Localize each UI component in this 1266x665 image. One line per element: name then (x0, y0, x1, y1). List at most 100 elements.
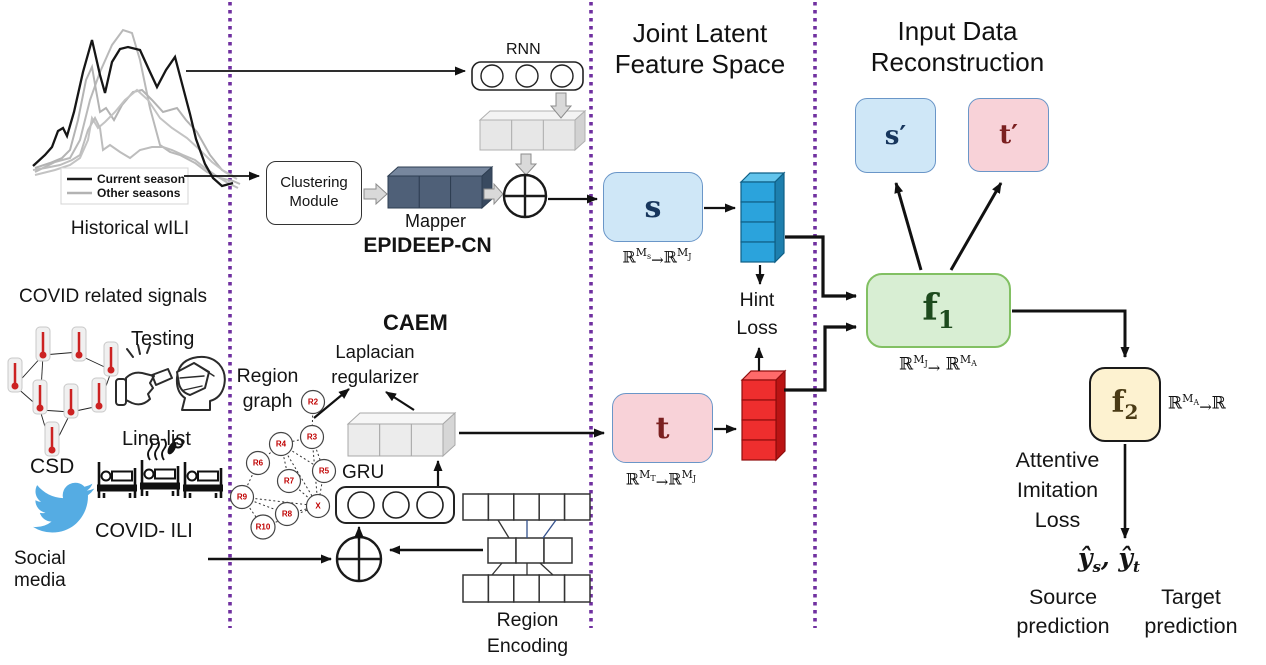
region-node-r4: R4 (275, 439, 287, 449)
s-mapping-math: ℝMs→ℝMJ (598, 246, 716, 270)
joint-title-line2: Feature Space (614, 48, 786, 79)
rnn-embedding-cubes (478, 109, 587, 152)
math-m: M (635, 246, 648, 259)
target-line2: prediction (1144, 614, 1238, 639)
rnn-label: RNN (506, 41, 541, 58)
attentive-line2: Imitation (1016, 478, 1099, 503)
region-node-r3: R3 (306, 432, 318, 442)
mapper-cubes (386, 165, 494, 210)
math-arrow: → (651, 251, 664, 270)
math-m: M (913, 353, 925, 366)
gru-label: GRU (342, 462, 385, 483)
math-r: ℝ (1211, 393, 1226, 414)
math-r: ℝ (899, 354, 914, 375)
math-r: ℝ (622, 247, 636, 267)
historical-wili-label: Historical wILI (70, 218, 190, 239)
math-m: M (1182, 392, 1194, 405)
testing-icon (115, 344, 226, 411)
math-sub: T (650, 474, 656, 484)
math-r: ℝ (668, 469, 682, 489)
target-prediction-label: Target prediction (1128, 583, 1254, 641)
clustering-line1: Clustering (280, 174, 348, 192)
rnn-box (471, 61, 584, 91)
region-node-x: X (315, 501, 321, 511)
math-m: M (639, 468, 651, 481)
math-arrow: → (1199, 397, 1212, 416)
gru-box (335, 486, 455, 524)
math-r: ℝ (1168, 393, 1183, 414)
flow-arrows (184, 66, 1130, 564)
target-latent-stack (740, 369, 787, 462)
f2-box: f2 (1089, 367, 1161, 442)
region-encoding-net (462, 493, 591, 603)
region-encoding-line1: Region (496, 609, 559, 631)
math-sub: A (1193, 398, 1200, 408)
laplacian-line2: regularizer (331, 365, 419, 387)
f1-mapping-math: ℝMJ→ ℝMA (858, 353, 1018, 377)
math-arrow: → (927, 358, 941, 377)
caem-title: CAEM (383, 310, 448, 335)
legend-current-label: Current season (97, 172, 186, 186)
t-prime-letter: t′ (999, 120, 1018, 150)
joint-title-line1: Joint Latent (632, 18, 768, 48)
region-node-r6: R6 (252, 458, 264, 468)
t-mapping-math: ℝMT→ℝMJ (602, 468, 720, 491)
math-sub: s (647, 252, 652, 262)
math-sub: J (688, 252, 692, 262)
mapper-label: Mapper (404, 211, 467, 231)
laplacian-label: Laplacian regularizer (300, 340, 450, 390)
csd-label: CSD (30, 455, 75, 478)
f1-letter: f1 (922, 287, 954, 334)
epideep-title: EPIDEEP-CN (363, 234, 492, 257)
math-m: M (677, 246, 689, 259)
recon-title-line1: Input Data (897, 16, 1018, 46)
clustering-line2: Module (289, 193, 339, 210)
twitter-icon (33, 482, 95, 533)
yhat-t: ŷ (1118, 543, 1133, 572)
math-m: M (959, 353, 972, 366)
covid-ili-label: COVID- ILI (95, 520, 193, 542)
region-graph (229, 389, 337, 540)
laplacian-line1: Laplacian (335, 341, 415, 362)
sum-epideep-icon (502, 173, 548, 219)
math-m: M (681, 468, 693, 481)
f2-mapping-math: ℝMA→ℝ (1168, 392, 1226, 416)
covid-signals-title: COVID related signals (19, 286, 207, 307)
math-r: ℝ (663, 247, 678, 267)
wili-chart (32, 28, 241, 205)
f2-letter: f2 (1112, 385, 1139, 424)
region-encoding-line2: Encoding (486, 635, 569, 658)
yhat-t-sub: t (1132, 558, 1140, 576)
t-prime-box: t′ (968, 98, 1049, 172)
prediction-outputs: ŷs, ŷt (1078, 543, 1140, 576)
section-dividers (228, 2, 817, 628)
source-latent-box: s (603, 172, 703, 242)
virus-icon (172, 437, 184, 449)
target-latent-box: t (612, 393, 713, 463)
csd-thermometer-network (6, 325, 120, 458)
math-sub: J (924, 359, 928, 369)
region-node-r7: R7 (283, 476, 295, 486)
region-node-r10: R10 (255, 522, 271, 532)
target-line1: Target (1161, 585, 1221, 609)
math-r: ℝ (945, 354, 960, 375)
region-node-r5: R5 (318, 466, 330, 476)
hint-line1: Hint (739, 289, 775, 311)
legend-other-label: Other seasons (97, 186, 181, 200)
attentive-line3: Loss (1034, 508, 1081, 533)
steam-icon (147, 438, 167, 461)
f1-box: f1 (866, 273, 1011, 348)
region-node-r8: R8 (281, 509, 293, 519)
source-line2: prediction (1016, 614, 1110, 639)
hint-line2: Loss (736, 317, 778, 340)
f2-base: f (1111, 385, 1125, 420)
sum-caem-icon (335, 535, 383, 583)
linelist-beds (97, 437, 223, 499)
